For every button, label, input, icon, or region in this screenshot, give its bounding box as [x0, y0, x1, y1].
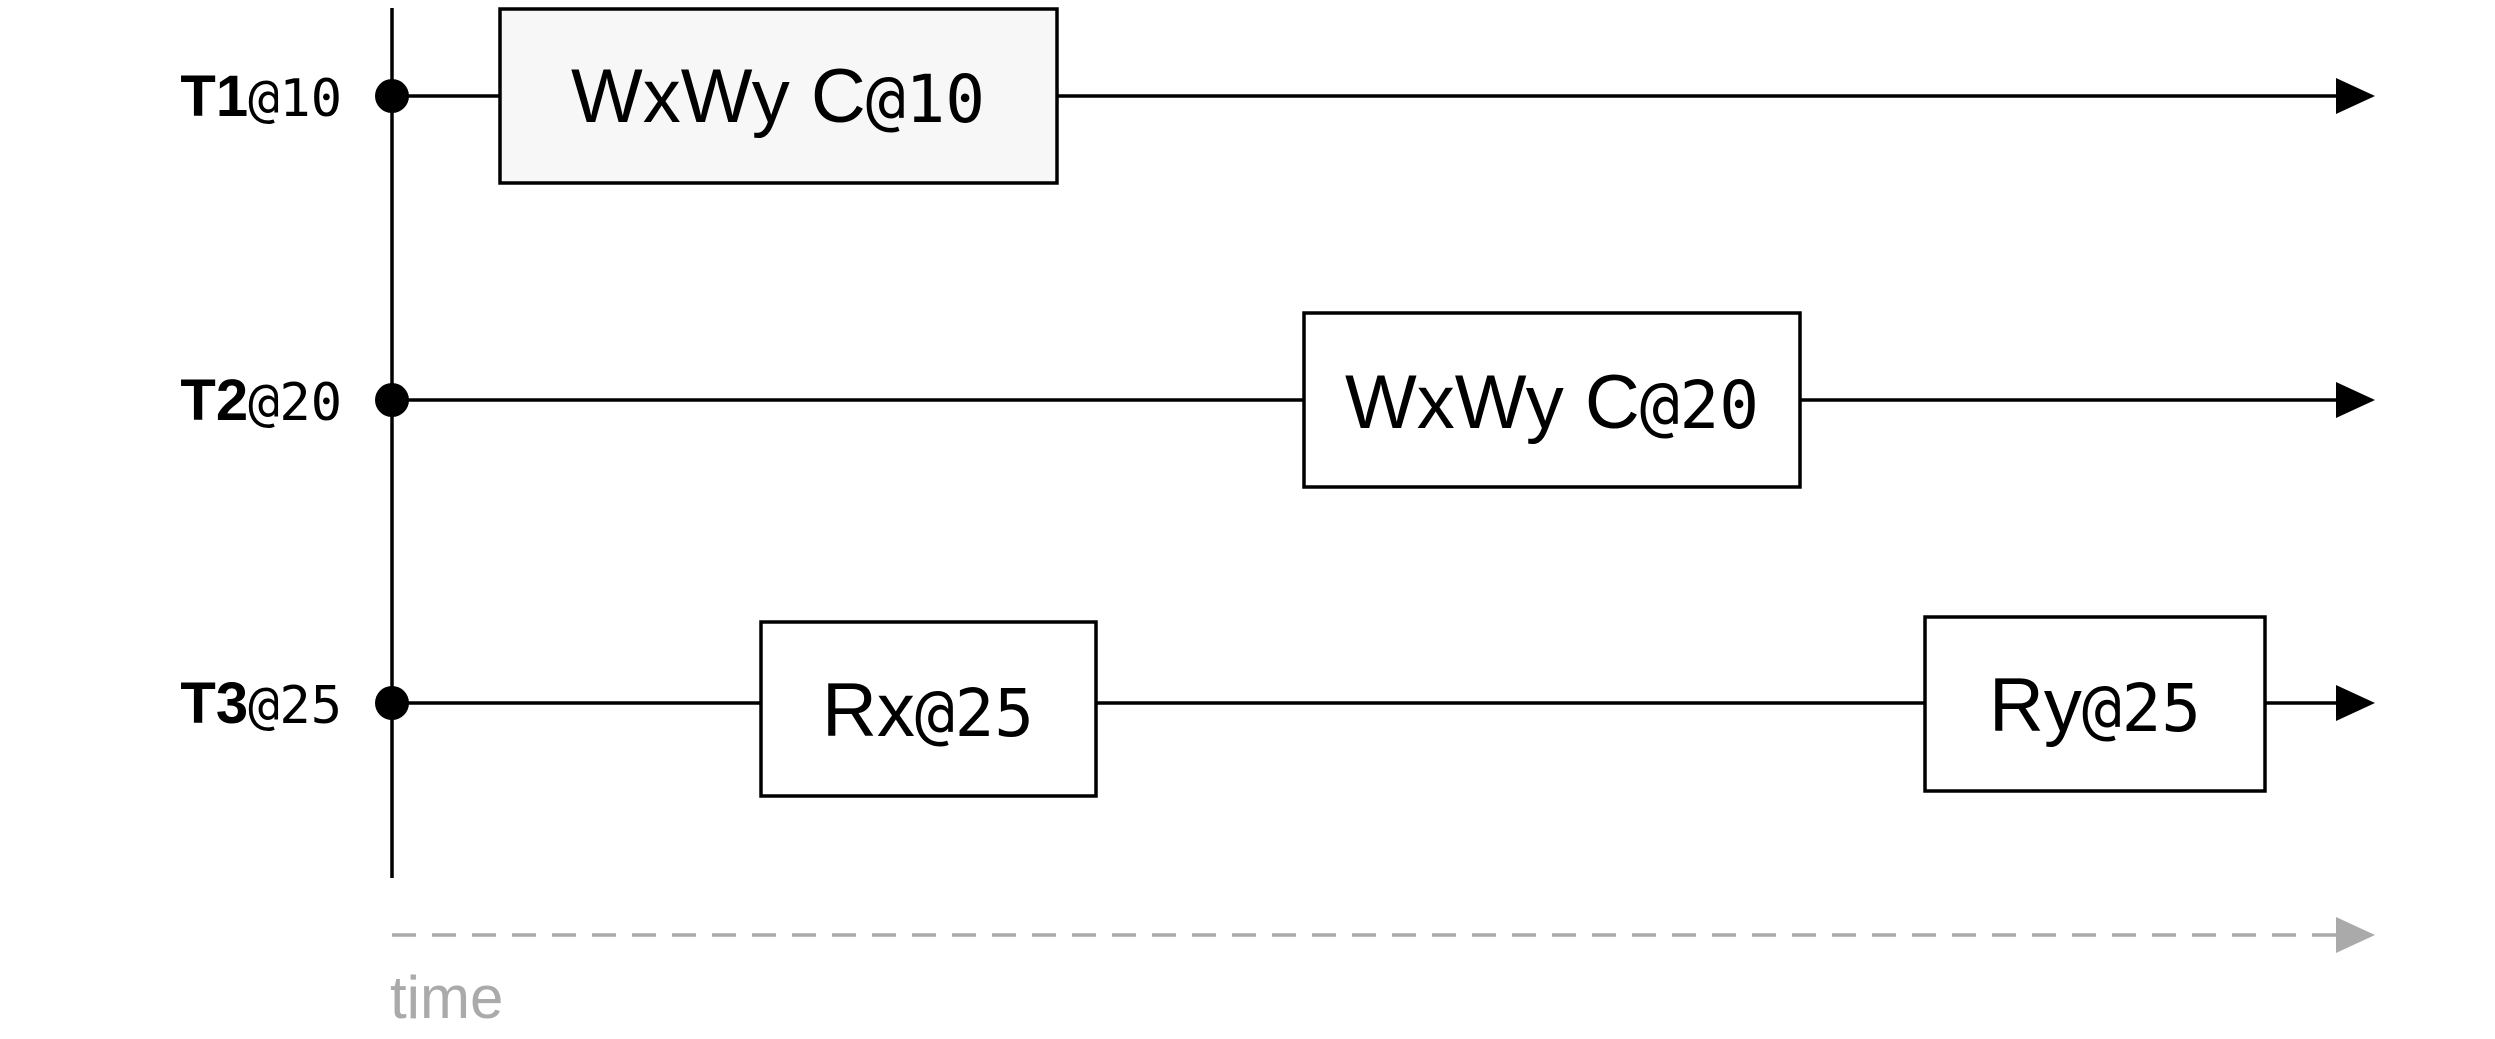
op-t3-read-y-suffix: @25: [2082, 670, 2201, 747]
lane-t2-arrowhead: [2336, 382, 2375, 418]
lane-t1-label: T1@10: [180, 64, 342, 129]
op-t2-write-label: WxWy C@20: [1345, 360, 1759, 445]
lane-t1-start-dot: [375, 79, 409, 113]
lane-t3-timestamp: @25: [248, 676, 342, 736]
time-axis: time: [390, 917, 2375, 1031]
lane-t1: T1@10 WxWy C@10: [180, 7, 2375, 185]
lane-t2-label: T2@20: [180, 368, 342, 433]
lane-t3-arrowhead: [2336, 685, 2375, 721]
time-axis-label: time: [390, 964, 503, 1031]
lane-t3-label: T3@25: [180, 671, 342, 736]
op-box-t1-write: [498, 7, 1059, 185]
op-box-t3-read-y: [1923, 615, 2267, 793]
lane-t1-name: T1: [180, 64, 248, 129]
op-t3-read-x-main: Rx: [822, 668, 915, 753]
op-t3-read-y-label: Ry@25: [1989, 663, 2201, 748]
op-t1-write-suffix: @10: [866, 61, 985, 138]
op-t3-read-y-main: Ry: [1989, 663, 2082, 748]
op-box-t3-read-x: [759, 620, 1098, 798]
op-t2-write-main: WxWy C: [1345, 360, 1640, 445]
lane-t2: T2@20 WxWy C@20: [180, 311, 2375, 489]
op-t1-write-main: WxWy C: [571, 54, 866, 139]
op-box-t2-write: [1302, 311, 1802, 489]
op-t3-read-x-label: Rx@25: [822, 668, 1034, 753]
lane-t3: T3@25 Rx@25 Ry@25: [180, 615, 2375, 798]
op-t2-write-suffix: @20: [1640, 367, 1759, 444]
lane-t2-timestamp: @20: [248, 373, 342, 433]
lane-t1-timestamp: @10: [248, 69, 342, 129]
op-t3-read-x-suffix: @25: [915, 675, 1034, 752]
lane-t3-name: T3: [180, 671, 248, 736]
lane-t3-start-dot: [375, 686, 409, 720]
op-t1-write-label: WxWy C@10: [571, 54, 985, 139]
lane-t1-arrowhead: [2336, 78, 2375, 114]
time-axis-arrowhead: [2336, 917, 2375, 953]
lane-t2-name: T2: [180, 368, 248, 433]
lane-t2-start-dot: [375, 383, 409, 417]
